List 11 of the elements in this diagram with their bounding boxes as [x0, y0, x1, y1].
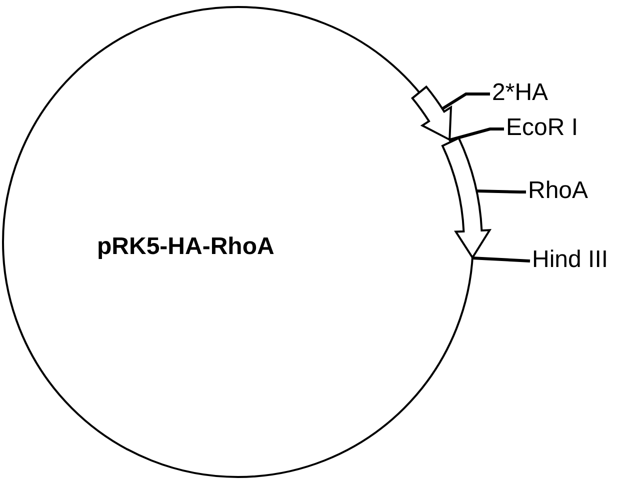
gene-arrow — [442, 137, 491, 259]
plasmid-name: pRK5-HA-RhoA — [97, 233, 274, 261]
gene-arrow — [411, 86, 452, 141]
feature-label: RhoA — [528, 177, 588, 205]
leader-line — [472, 256, 530, 262]
feature-label: 2*HA — [492, 79, 548, 107]
feature-label: EcoR I — [506, 114, 578, 142]
leader-line — [476, 190, 526, 194]
leader-line — [441, 92, 490, 110]
leader-line — [450, 128, 504, 142]
feature-label: Hind III — [532, 246, 608, 274]
